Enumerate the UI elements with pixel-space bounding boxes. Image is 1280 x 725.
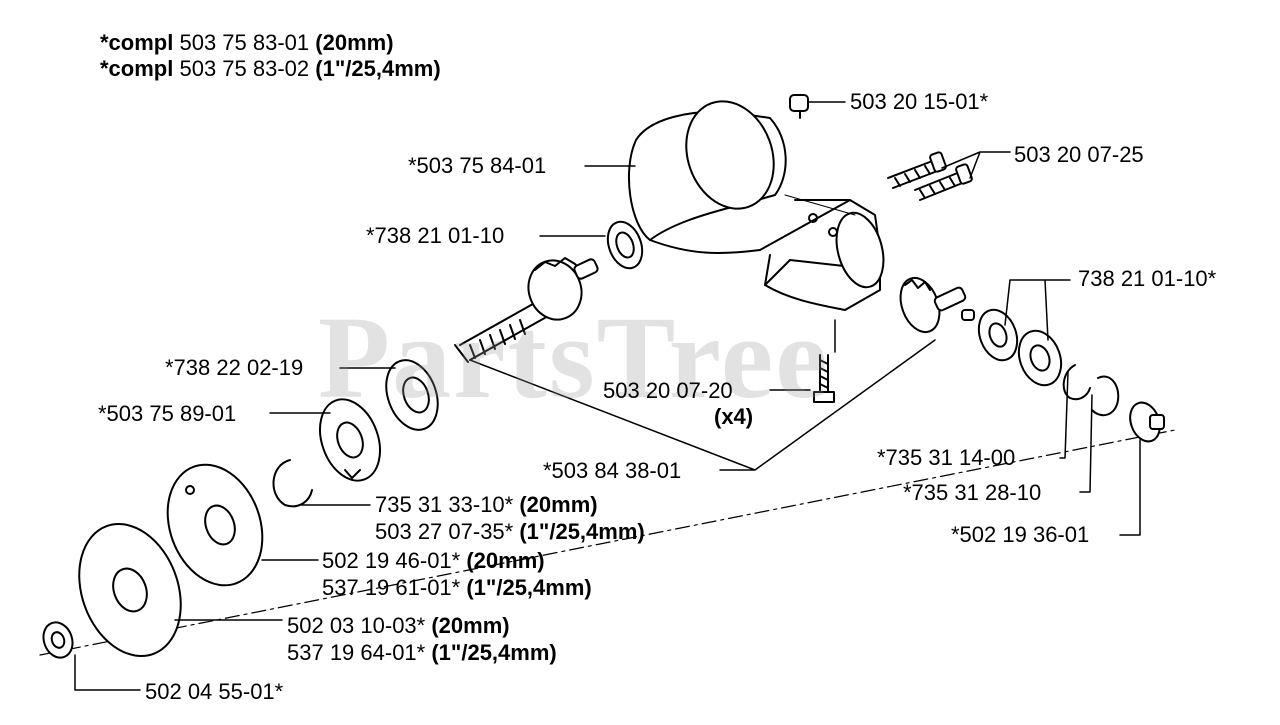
part-number: 503 27 07-35* <box>375 519 514 544</box>
part-number: 502 19 46-01* <box>322 548 461 573</box>
leader-lines <box>74 101 1141 691</box>
part-label-537-19-61-01: 537 19 61-01* (1"/25,4mm) <box>322 575 592 601</box>
part-label-738-22-02-19: *738 22 02-19 <box>165 355 304 380</box>
right-circlips-drawing <box>1062 364 1120 417</box>
part-label-502-19-36-01: *502 19 36-01 <box>951 522 1090 547</box>
part-label-502-03-10-03: 502 03 10-03* (20mm) <box>287 613 510 639</box>
shaft-axis <box>39 429 1176 656</box>
part-label-735-31-28-10: *735 31 28-10 <box>903 480 1042 505</box>
part-size: (1"/25,4mm) <box>466 575 592 600</box>
right-bearings-drawing <box>977 308 1063 387</box>
part-label-537-19-64-01: 537 19 64-01* (1"/25,4mm) <box>287 640 557 666</box>
clamp-washer-drawing <box>78 523 182 657</box>
header-size-1: (20mm) <box>315 30 394 55</box>
part-size: (20mm) <box>431 613 510 638</box>
part-label-735-31-14-00: *735 31 14-00 <box>877 445 1016 470</box>
part-size: (20mm) <box>466 548 545 573</box>
part-label-738-21-01-10-left: *738 21 01-10 <box>366 223 505 248</box>
part-label-503-75-89-01: *503 75 89-01 <box>98 401 237 426</box>
part-label-503-27-07-35: 503 27 07-35* (1"/25,4mm) <box>375 519 645 545</box>
housing-screws-drawing <box>887 151 973 201</box>
part-label-503-84-38-01: *503 84 38-01 <box>543 458 682 483</box>
part-size: (20mm) <box>519 492 598 517</box>
part-label-503-20-07-20: 503 20 07-20 <box>603 378 733 403</box>
header-compl-2: *compl <box>100 56 174 81</box>
header-line-2: *compl 503 75 83-02 (1"/25,4mm) <box>100 56 441 82</box>
part-number: 502 03 10-03* <box>287 613 426 638</box>
header-part-2: 503 75 83-02 <box>179 56 310 81</box>
header-line-1: *compl 503 75 83-01 (20mm) <box>100 30 394 56</box>
watermark: PartsTree <box>318 292 830 423</box>
right-cover-drawing <box>1129 401 1165 443</box>
part-label-735-31-33-10: 735 31 33-10* (20mm) <box>375 492 598 518</box>
nut-drawing <box>42 621 74 659</box>
bearing-left-drawing <box>606 220 644 270</box>
part-label-x4: (x4) <box>714 404 754 429</box>
gear-housing-drawing <box>627 100 885 311</box>
part-label-738-21-01-10-right: 738 21 01-10* <box>1078 266 1217 291</box>
support-cup-drawing <box>166 463 264 587</box>
shaft-gear-drawing <box>454 257 599 363</box>
right-gear-drawing <box>899 276 975 334</box>
part-number: 735 31 33-10* <box>375 492 514 517</box>
part-label-503-20-07-25: 503 20 07-25 <box>1014 142 1144 167</box>
part-label-503-75-84-01: *503 75 84-01 <box>408 153 547 178</box>
top-screw-drawing <box>789 94 809 119</box>
header-part-1: 503 75 83-01 <box>179 30 310 55</box>
part-number: 537 19 61-01* <box>322 575 461 600</box>
header-size-2: (1"/25,4mm) <box>315 56 441 81</box>
bottom-screw-drawing <box>813 354 835 403</box>
seal-drawing <box>385 359 439 431</box>
header-compl-1: *compl <box>100 30 174 55</box>
part-label-503-20-15-01: 503 20 15-01* <box>850 89 989 114</box>
circlip-left-drawing <box>272 459 313 508</box>
part-size: (1"/25,4mm) <box>519 519 645 544</box>
thrust-washer-drawing <box>319 398 381 482</box>
part-number: 537 19 64-01* <box>287 640 426 665</box>
part-size: (1"/25,4mm) <box>431 640 557 665</box>
part-label-502-19-46-01: 502 19 46-01* (20mm) <box>322 548 545 574</box>
part-label-502-04-55-01: 502 04 55-01* <box>145 679 284 704</box>
